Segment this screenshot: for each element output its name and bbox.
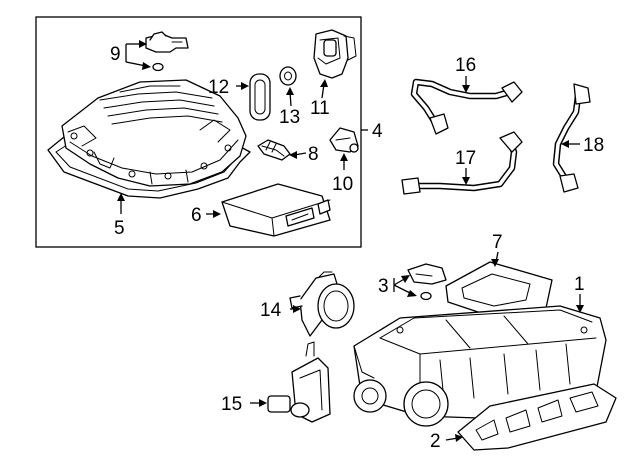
callout-16: 16 — [455, 55, 476, 76]
part-8-sensor — [257, 139, 291, 161]
callout-11: 11 — [310, 98, 330, 119]
part-11-sensor — [313, 29, 357, 79]
leader-lines — [117, 40, 584, 442]
subassembly-frame — [35, 16, 362, 248]
callout-9: 9 — [110, 44, 121, 65]
part-6-control-module — [221, 183, 331, 237]
part-1-supercharger-housing — [353, 305, 607, 427]
part-12-gasket — [249, 73, 271, 121]
part-2-lower-gasket — [457, 383, 617, 451]
callout-12: 12 — [208, 77, 229, 98]
part-16-hose — [410, 78, 523, 135]
part-13-washer — [279, 66, 297, 86]
supercharger-cover — [61, 79, 247, 187]
callout-2: 2 — [430, 431, 441, 452]
part-14-bypass-valve — [289, 271, 355, 337]
callout-17: 17 — [455, 148, 476, 169]
callout-8: 8 — [308, 144, 319, 165]
part-3-sensor — [407, 263, 447, 301]
callout-labels: 9 12 13 11 8 10 4 5 6 16 17 18 7 3 1 14 … — [110, 44, 604, 452]
callout-3: 3 — [378, 276, 389, 297]
callout-15: 15 — [221, 394, 242, 415]
callout-14: 14 — [260, 300, 282, 321]
callout-10: 10 — [332, 174, 353, 195]
callout-6: 6 — [191, 205, 202, 226]
part-9-sensor — [145, 31, 189, 72]
part-10-bracket — [329, 127, 359, 153]
part-18-hose — [552, 83, 591, 193]
callout-4: 4 — [372, 121, 383, 142]
part-15-actuator — [267, 341, 331, 423]
callout-1: 1 — [574, 274, 585, 295]
part-17-hose — [401, 131, 523, 195]
callout-18: 18 — [583, 135, 604, 156]
callout-5: 5 — [114, 218, 125, 239]
callout-7: 7 — [492, 232, 503, 253]
callout-13: 13 — [279, 107, 300, 128]
